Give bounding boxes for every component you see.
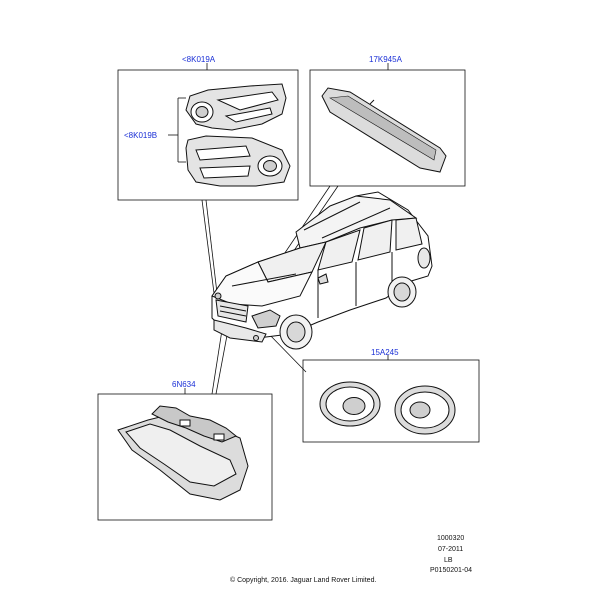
fog-lamp-bezel-left (185, 83, 287, 131)
copyright-notice: © Copyright, 2016. Jaguar Land Rover Lim… (230, 577, 377, 584)
part-label-6N634[interactable]: 6N634 (172, 380, 196, 389)
part-label-8K019A[interactable]: <8K019A (182, 55, 216, 64)
part-label-15A245[interactable]: 15A245 (371, 348, 399, 357)
part-label-17K945A[interactable]: 17K945A (369, 55, 402, 64)
fog-lamp-surround-frame (302, 359, 480, 443)
part-label-8K019B[interactable]: <8K019B (124, 131, 158, 140)
reference-code: P0150201-04 (430, 567, 473, 574)
fog-lamp-surround-right (394, 385, 456, 435)
region-code: LB (444, 557, 453, 564)
skid-plate (117, 405, 249, 501)
drawing-date: 07-2011 (438, 546, 464, 553)
trim-strip-frame (309, 69, 466, 187)
fog-lamp-bezel-right (185, 135, 291, 187)
trim-strip (321, 87, 447, 173)
fog-lamp-bezel-frame (117, 69, 299, 201)
fog-lamp-surround-left (319, 381, 381, 427)
drawing-number: 1000320 (437, 535, 465, 542)
vehicle-illustration (211, 191, 433, 350)
